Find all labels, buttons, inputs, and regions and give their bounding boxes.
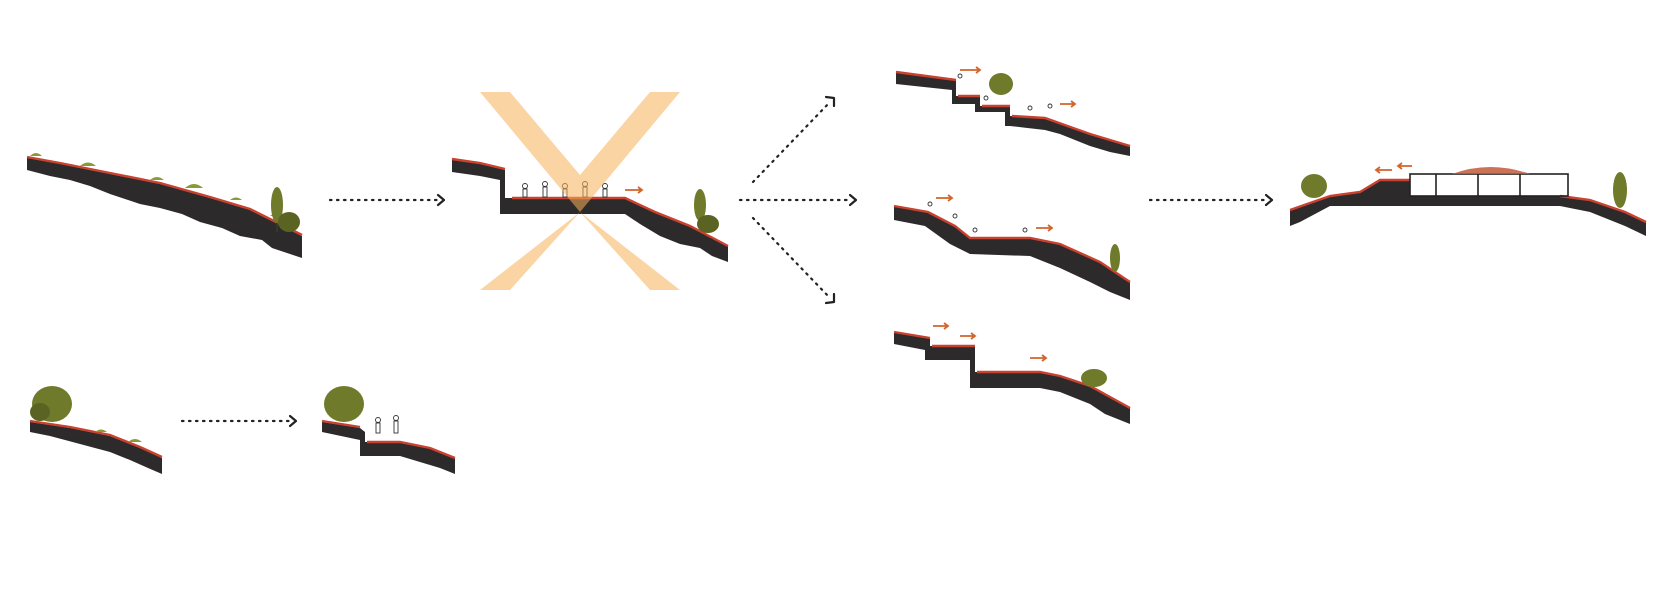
arrow-flattened-to-option-2 <box>738 193 858 207</box>
cypress-tree-icon <box>1110 244 1120 272</box>
people-group <box>957 73 1053 111</box>
cypress-tree-icon <box>271 187 300 232</box>
terrace-option-1-section <box>895 66 1131 156</box>
small-slope-natural-section <box>29 386 163 474</box>
slope-natural-section <box>26 153 303 258</box>
tree-icon <box>30 386 72 422</box>
circulation-arrow-icon <box>1030 354 1048 362</box>
circulation-arrow-icon <box>960 66 982 74</box>
arrow-flattened-to-option-3 <box>751 216 836 305</box>
terrace-option-2-section <box>893 194 1131 300</box>
circulation-arrow-icon <box>1374 166 1392 174</box>
cypress-tree-icon <box>694 189 719 233</box>
rejected-cross-icon <box>480 92 680 290</box>
arrow-flattened-to-option-1 <box>751 95 836 184</box>
circulation-arrow-icon <box>1060 100 1077 108</box>
cypress-tree-icon <box>1613 172 1627 208</box>
circulation-arrow-icon <box>1396 162 1412 170</box>
people-group <box>375 415 399 434</box>
tree-icon <box>1301 174 1327 198</box>
tree-icon <box>324 386 364 422</box>
final-building-section <box>1289 162 1647 236</box>
small-slope-terrace-section <box>321 386 456 474</box>
building-icon <box>1409 167 1569 197</box>
arrow-small-natural-to-terrace <box>180 414 298 428</box>
arrow-option-2-to-final <box>1148 193 1274 207</box>
people-group <box>927 201 1028 233</box>
circulation-arrow-icon <box>625 186 644 194</box>
tree-icon <box>1081 369 1107 387</box>
tree-icon <box>989 73 1013 95</box>
circulation-arrow-icon <box>960 332 977 340</box>
circulation-arrow-icon <box>1036 224 1054 232</box>
terrace-option-3-section <box>893 322 1131 424</box>
circulation-arrow-icon <box>933 322 950 330</box>
arrow-natural-to-flattened <box>328 193 446 207</box>
slope-flattened-rejected-section <box>451 92 729 290</box>
circulation-arrow-icon <box>936 194 954 202</box>
